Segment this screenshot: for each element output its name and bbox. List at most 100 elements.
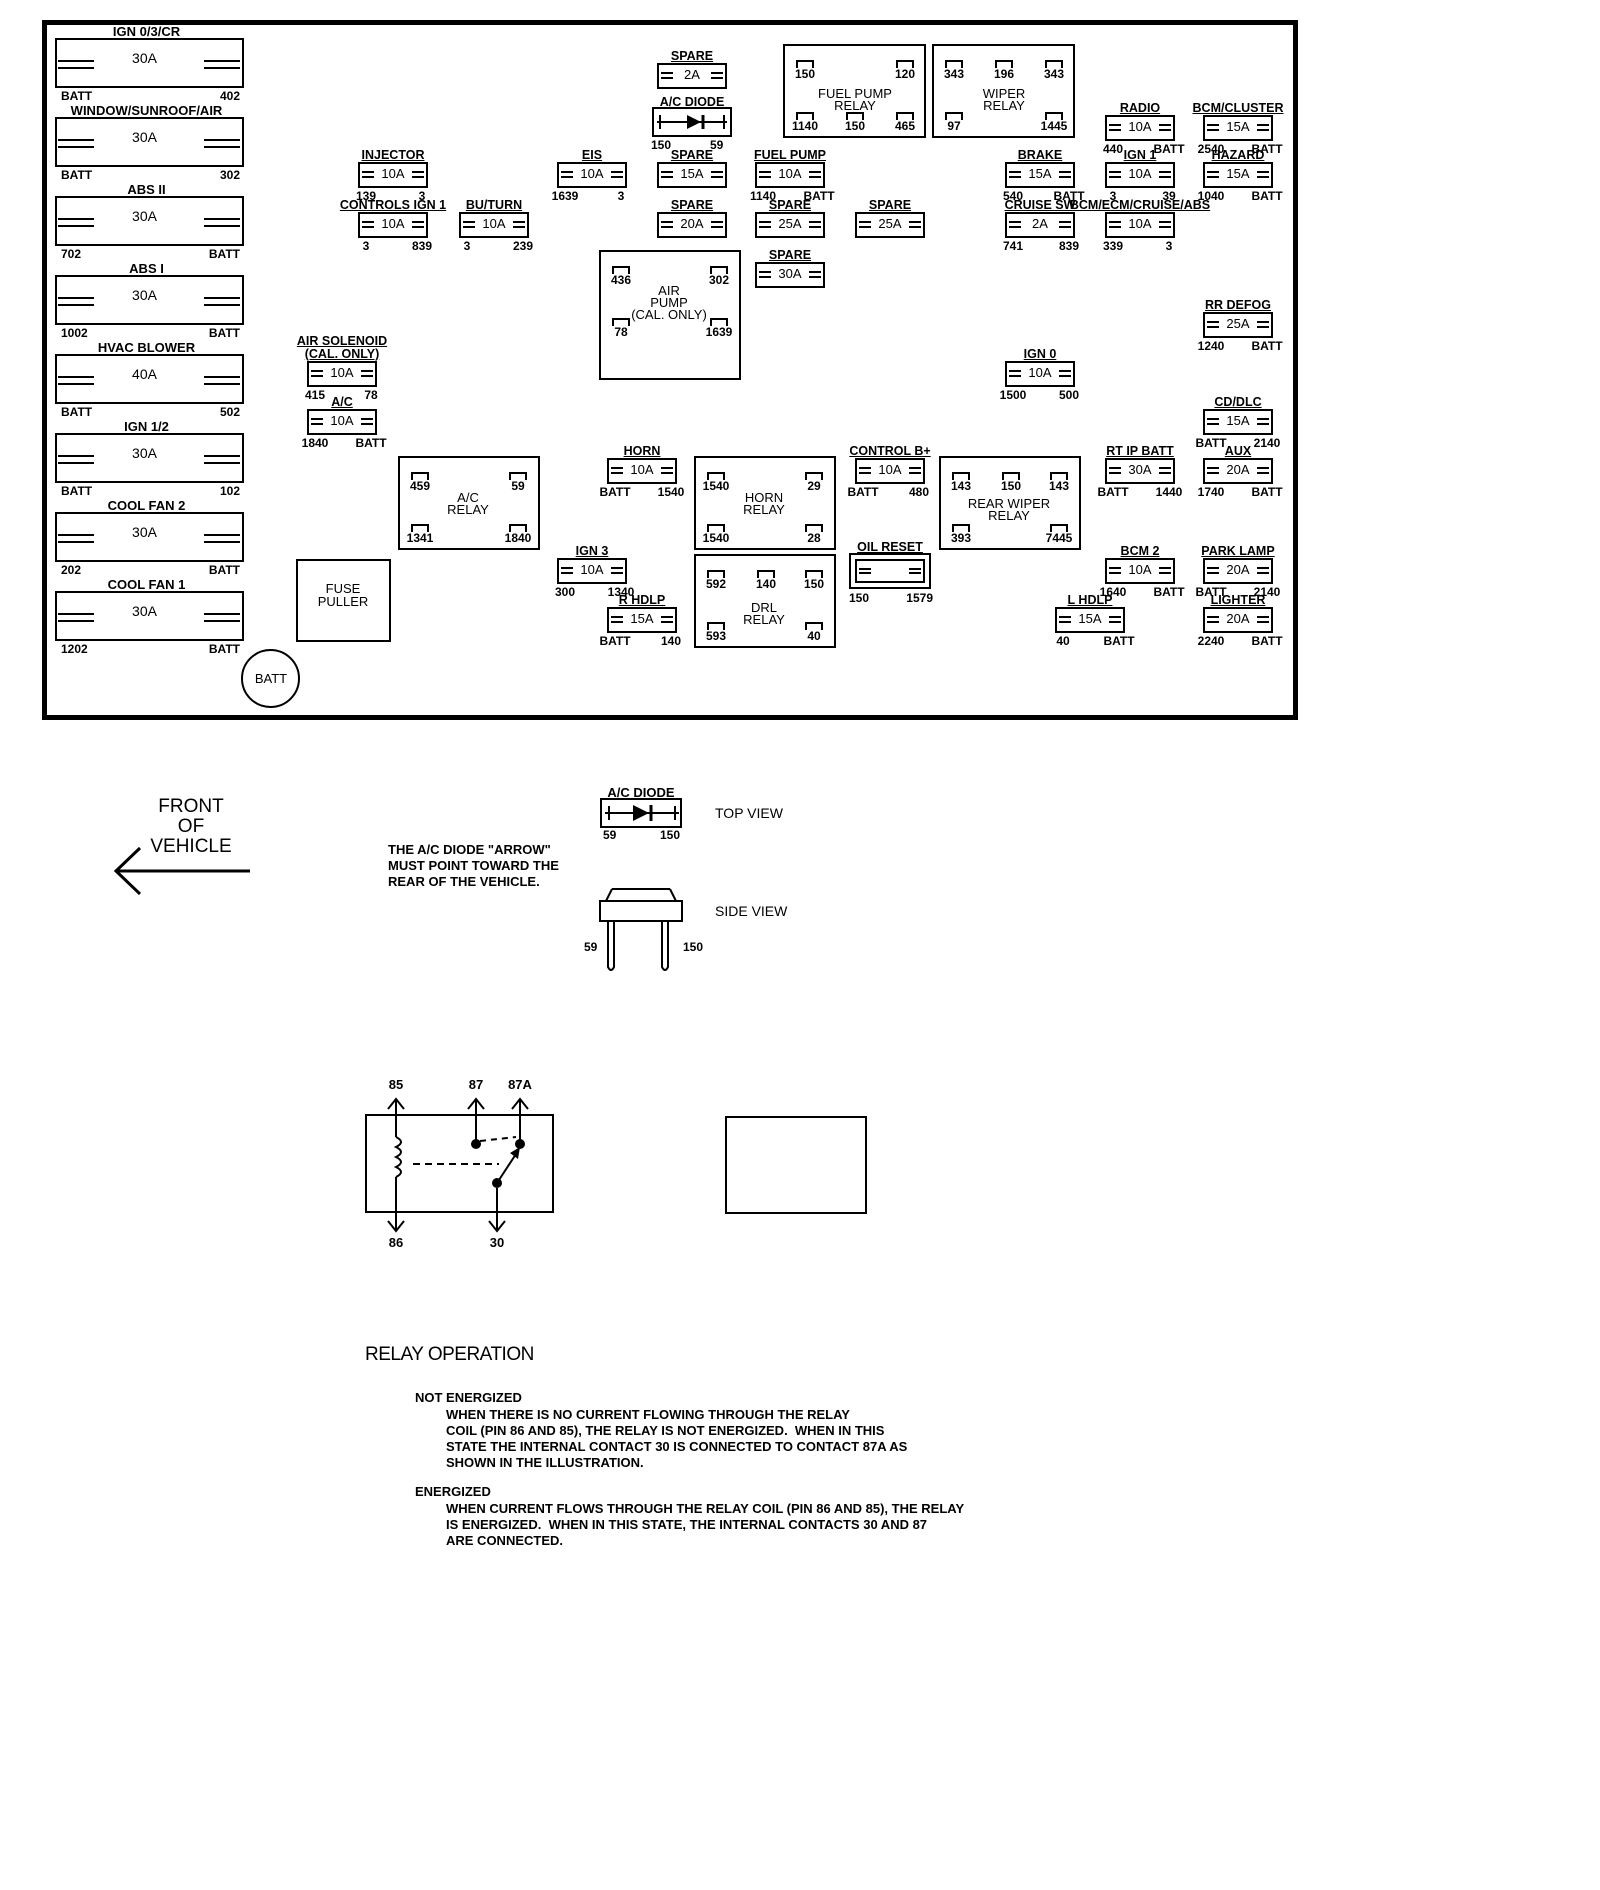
mini-fuse-blade-left	[759, 171, 771, 178]
mini-fuse-name: SPARE	[670, 49, 714, 63]
relay-name: HORN RELAY	[743, 490, 785, 517]
mini-fuse-blade-left	[1109, 124, 1121, 131]
mini-fuse	[657, 63, 727, 89]
mini-fuse-pin-left: 139	[355, 189, 377, 203]
mini-fuse-pin-left: 1240	[1197, 339, 1225, 353]
relay-pin-label: 592	[705, 577, 727, 591]
maxi-fuse-blade-right	[204, 60, 240, 69]
mini-fuse-name: INJECTOR	[361, 148, 425, 162]
mini-fuse-pin-left: 1840	[301, 436, 329, 450]
relay-operation-title: RELAY OPERATION	[365, 1344, 534, 1365]
mini-fuse-blade-right	[513, 221, 525, 228]
maxi-fuse	[55, 196, 244, 246]
top-view-pin-right: 150	[659, 828, 680, 842]
mini-fuse-rating: 25A	[878, 216, 902, 231]
relay-terminal	[945, 60, 963, 68]
maxi-fuse-pin-left: BATT	[61, 168, 93, 182]
mini-fuse	[1203, 458, 1273, 484]
mini-fuse	[607, 458, 677, 484]
mini-fuse	[307, 409, 377, 435]
mini-fuse	[755, 162, 825, 188]
maxi-fuse-name: IGN 1/2	[124, 419, 169, 434]
maxi-fuse-blade-left	[58, 139, 94, 148]
maxi-fuse-blade-right	[204, 139, 240, 148]
relay-terminal	[805, 472, 823, 480]
relay-terminal	[707, 570, 725, 578]
mini-fuse-blade-right	[909, 467, 921, 474]
mini-fuse-blade-left	[362, 221, 374, 228]
relay-terminal	[710, 266, 728, 274]
mini-fuse-pin-left: 1140	[749, 189, 777, 203]
mini-fuse	[1203, 115, 1273, 141]
mini-fuse-name: RT IP BATT	[1106, 444, 1174, 458]
mini-fuse-pin-left: 1639	[551, 189, 579, 203]
mini-fuse-name: IGN 0	[1023, 347, 1057, 361]
mini-fuse-blade-right	[1059, 171, 1071, 178]
mini-fuse-name: R HDLP	[618, 593, 666, 607]
maxi-fuse-rating: 30A	[132, 287, 157, 303]
maxi-fuse-name: WINDOW/SUNROOF/AIR	[70, 103, 223, 118]
mini-fuse-blade-right	[611, 171, 623, 178]
mini-fuse-blade-right	[1109, 616, 1121, 623]
relay-terminal	[612, 318, 630, 326]
mini-fuse-pin-left: BATT	[1195, 585, 1227, 599]
relay-terminal	[757, 570, 775, 578]
mini-fuse-blade-right	[1159, 567, 1171, 574]
mini-fuse-pin-right: 2140	[1253, 436, 1281, 450]
relay-pin-label: 150	[803, 577, 825, 591]
mini-fuse-blade-right	[661, 616, 673, 623]
mini-fuse-pin-right: 1340	[607, 585, 635, 599]
front-arrow-icon	[113, 846, 250, 895]
relay-terminal	[411, 472, 429, 480]
mini-fuse-name: RADIO	[1119, 101, 1161, 115]
mini-fuse-pin-right: 78	[364, 388, 378, 402]
mini-fuse	[1105, 458, 1175, 484]
mini-fuse	[855, 212, 925, 238]
mini-fuse-name: AIR SOLENOID (CAL. ONLY)	[296, 334, 388, 361]
schematic-pin-87a: 87A	[508, 1077, 532, 1092]
mini-fuse-blade-left	[611, 616, 623, 623]
relay-terminal	[1050, 524, 1068, 532]
mini-fuse-name: CRUISE SW	[1004, 198, 1076, 212]
maxi-fuse-blade-right	[204, 376, 240, 385]
maxi-fuse-pin-left: BATT	[61, 89, 93, 103]
maxi-fuse-rating: 30A	[132, 208, 157, 224]
mini-fuse-pin-right: 2140	[1253, 585, 1281, 599]
mini-fuse-rating: 10A	[330, 413, 354, 428]
relay-terminal	[805, 570, 823, 578]
mini-fuse-rating: 15A	[630, 611, 654, 626]
maxi-fuse-blade-left	[58, 218, 94, 227]
maxi-fuse-blade-right	[204, 613, 240, 622]
maxi-fuse	[55, 512, 244, 562]
relay-pin-label: 143	[1048, 479, 1070, 493]
relay-terminal	[846, 112, 864, 120]
mini-fuse	[855, 458, 925, 484]
mini-fuse-name: IGN 1	[1123, 148, 1157, 162]
mini-fuse-blade-left	[1207, 467, 1219, 474]
maxi-fuse-pin-left: 1002	[61, 326, 88, 340]
mini-fuse-rating: 10A	[580, 562, 604, 577]
relay	[932, 44, 1075, 138]
mini-fuse-blade-left	[1109, 221, 1121, 228]
mini-fuse-blade-right	[711, 221, 723, 228]
mini-fuse-pin-left: BATT	[599, 634, 631, 648]
mini-fuse-blade-left	[661, 171, 673, 178]
mini-fuse-pin-right: BATT	[1153, 585, 1185, 599]
mini-fuse	[657, 212, 727, 238]
mini-fuse-pin-right: BATT	[803, 189, 835, 203]
side-view-pin-left: 59	[584, 940, 598, 954]
maxi-fuse	[55, 275, 244, 325]
mini-fuse	[557, 558, 627, 584]
oil-reset-inner	[855, 559, 925, 583]
relay-pin-label: 465	[894, 119, 916, 133]
maxi-fuse-rating: 30A	[132, 50, 157, 66]
mini-fuse-blade-left	[1109, 171, 1121, 178]
relay-terminal	[796, 112, 814, 120]
relay-name: DRL RELAY	[743, 600, 785, 627]
mini-fuse-blade-left	[311, 370, 323, 377]
mini-fuse-blade-left	[1009, 171, 1021, 178]
relay-terminal	[707, 622, 725, 630]
mini-fuse-name: FUEL PUMP	[754, 148, 826, 162]
mini-fuse-name: BCM 2	[1120, 544, 1160, 558]
mini-fuse-name: RR DEFOG	[1205, 298, 1271, 312]
